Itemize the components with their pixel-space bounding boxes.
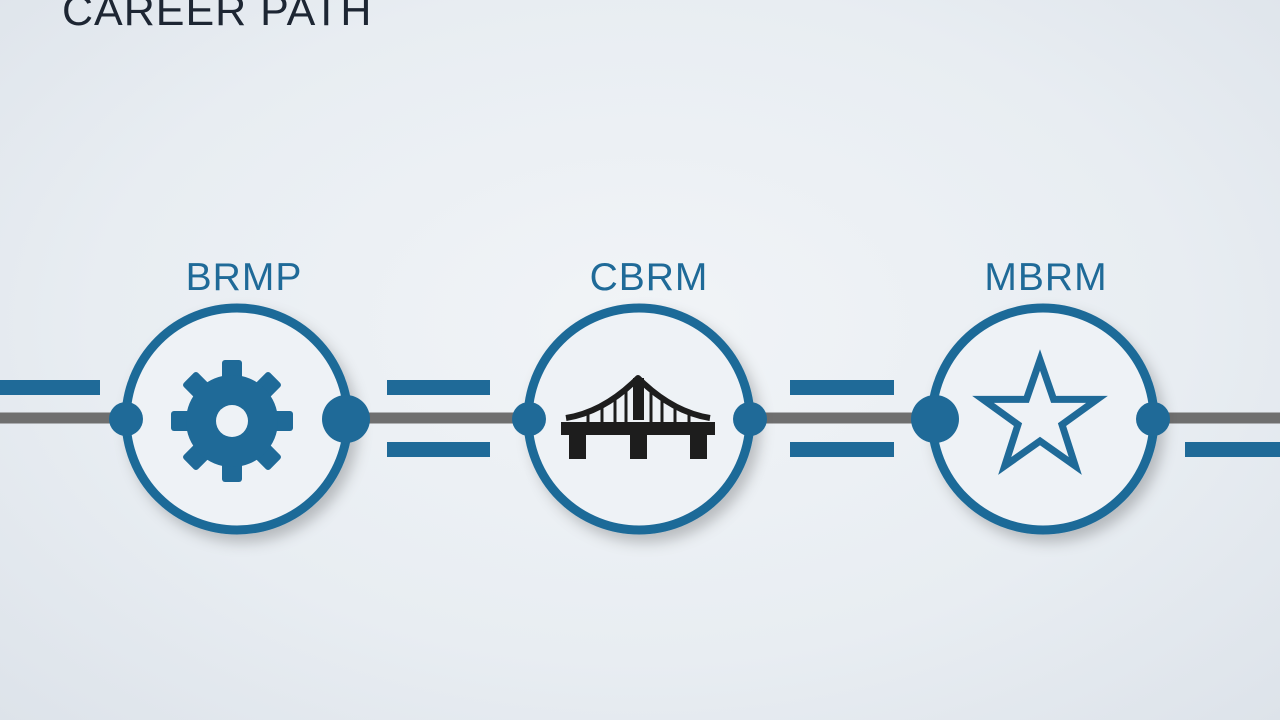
stage-label-brmp: BRMP: [185, 256, 303, 299]
connector-dash-top: [0, 380, 100, 395]
bridge-icon: [561, 375, 715, 459]
page-title: CAREER PATH: [62, 0, 373, 35]
connector-dashes: [0, 380, 1280, 457]
node-dot: [1136, 402, 1170, 436]
stage-circle: [927, 303, 1159, 535]
connector-dash-bottom: [387, 442, 490, 457]
connector-dash-top: [790, 380, 894, 395]
node-dot: [109, 402, 143, 436]
node-dot: [512, 402, 546, 436]
star-icon: [972, 349, 1108, 475]
stage-node-cbrm: [512, 303, 767, 535]
connector-dash-top: [387, 380, 490, 395]
node-dot: [322, 395, 370, 443]
connector-dash-bottom: [1185, 442, 1280, 457]
stage-node-brmp: [109, 303, 370, 535]
node-dot: [911, 395, 959, 443]
stage-label-mbrm: MBRM: [984, 256, 1108, 299]
gear-icon: [171, 360, 293, 482]
stage-node-mbrm: [911, 303, 1170, 535]
connector-dash-bottom: [790, 442, 894, 457]
node-dot: [733, 402, 767, 436]
stage-label-cbrm: CBRM: [589, 256, 709, 299]
